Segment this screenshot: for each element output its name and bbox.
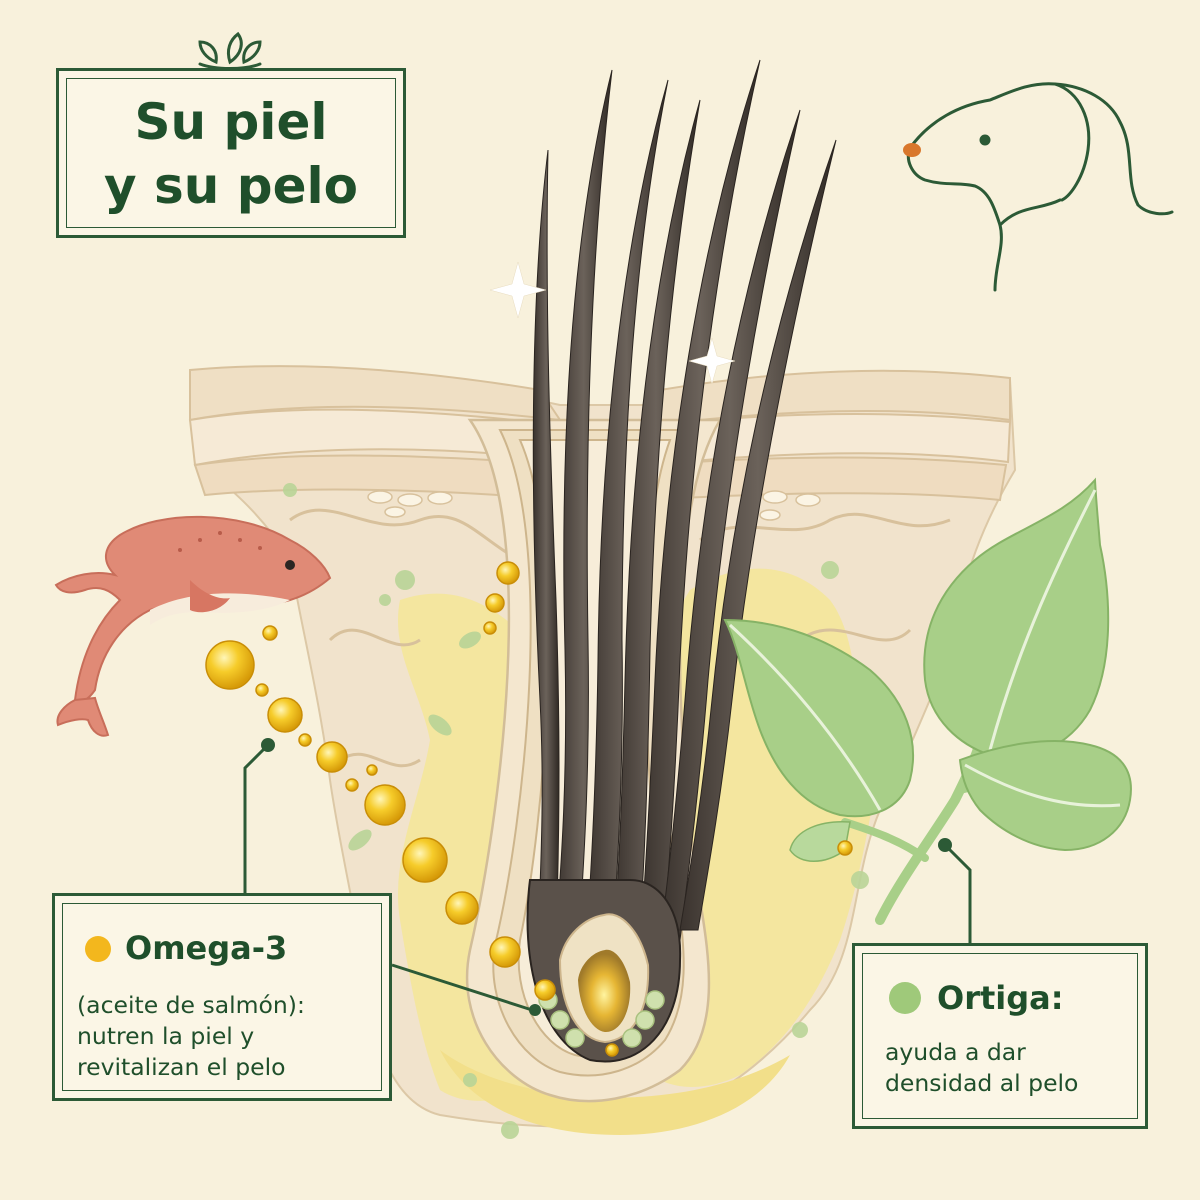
callout-dot-bulb <box>529 1004 541 1016</box>
callout-dot-ortiga <box>938 838 952 852</box>
title-box: Su piel y su pelo <box>56 68 406 238</box>
laurel-icon <box>198 31 262 70</box>
callout-dot-omega <box>261 738 275 752</box>
omega-line-3: revitalizan el pelo <box>77 1053 286 1081</box>
omega-color-dot <box>85 936 111 962</box>
ortiga-line-2: densidad al pelo <box>885 1069 1079 1097</box>
omega-line-2: nutren la piel y <box>77 1022 255 1050</box>
omega-heading: Omega-3 <box>125 929 288 967</box>
hair-bulb <box>526 879 682 1063</box>
ortiga-callout: Ortiga: ayuda a dar densidad al pelo <box>852 943 1148 1129</box>
dog-head-icon <box>906 82 1174 292</box>
oil-droplet-icon <box>205 561 853 1057</box>
title-line-2: y su pelo <box>104 157 358 215</box>
ortiga-heading: Ortiga: <box>937 979 1064 1017</box>
title-line-1: Su piel <box>134 93 328 151</box>
dog-nose-icon <box>903 143 921 157</box>
ortiga-color-dot <box>889 982 921 1014</box>
callout-lines <box>243 743 972 1012</box>
ortiga-line-1: ayuda a dar <box>885 1038 1026 1066</box>
hair-strands <box>532 59 837 961</box>
omega-callout: Omega-3 (aceite de salmón): nutren la pi… <box>52 893 392 1101</box>
salmon-icon <box>54 515 332 737</box>
sparkle-icon <box>489 261 736 385</box>
omega-line-1: (aceite de salmón): <box>77 991 305 1019</box>
nettle-leaf-icon <box>723 477 1132 925</box>
